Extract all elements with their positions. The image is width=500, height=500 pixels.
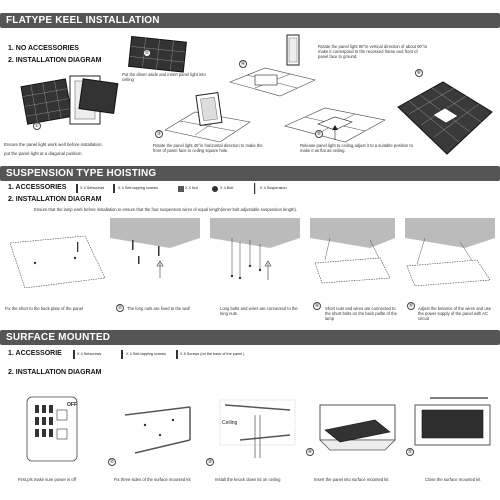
caption-left-2: put the panel light at a diagonal positi… <box>4 151 83 156</box>
surface-caption-3: Install the knock down kit on ceiling <box>215 477 281 482</box>
susp-caption-4: Short nuts and wires are connected to th… <box>325 306 397 321</box>
accessories-label: 1. ACCESSORIES <box>8 184 67 191</box>
ceiling-label: Ceiling <box>222 420 238 426</box>
off-label: OFF <box>67 402 77 408</box>
surface-step-4-number: ④ <box>306 448 314 456</box>
surface-caption-2: Fix three sides of the surface mounted k… <box>114 477 191 482</box>
section-header-surface: SURFACE MOUNTED <box>0 330 500 345</box>
surface-step-3-number: ③ <box>206 458 214 466</box>
accessory-icons <box>76 183 256 194</box>
susp-caption-1: Fix the short to the back plate of the p… <box>5 306 83 311</box>
section-title: SURFACE MOUNTED <box>6 332 111 343</box>
installation-diagram-label: 2. INSTALLATION DIAGRAM <box>8 196 102 203</box>
surface-accessory-icons <box>73 350 178 359</box>
surface-step2-illustration <box>124 406 191 454</box>
driver-aside-illustration <box>128 36 187 73</box>
caption-driver-aside: Put the driver aside and insert panel li… <box>122 72 206 82</box>
surface-accessory-setscrews: X 4 Setscrews <box>77 352 102 356</box>
susp-step3-illustration <box>210 218 300 280</box>
step-6-number: ⑥ <box>415 69 423 77</box>
susp-step-5-number: ⑤ <box>407 302 415 310</box>
suspension-note: Ensure that the lamp work before install… <box>34 207 298 212</box>
surface-step1-illustration <box>26 396 78 462</box>
susp-caption-5: Adjust the belance of the wires and use … <box>418 306 492 321</box>
step-1-number: ① <box>33 122 41 130</box>
surface-step3-illustration <box>219 399 296 458</box>
section-header-suspension: SUSPENSION TYPE HOISTING <box>0 166 500 181</box>
accessory-setscrews: X 4 Setscrews <box>80 186 105 190</box>
surface-step-2-number: ② <box>108 458 116 466</box>
surface-step-5-number: ⑤ <box>406 448 414 456</box>
susp-step-2-number: ② <box>116 304 124 312</box>
susp-step1-illustration <box>9 235 106 289</box>
section-title: FLATYPE KEEL INSTALLATION <box>6 15 160 26</box>
installation-diagram-label: 2. INSTALLATION DIAGRAM <box>8 369 102 376</box>
susp-step5-illustration <box>405 218 495 287</box>
caption-rotate-45: Rotate the panel light 45°in horizontal … <box>153 143 263 153</box>
accessory-nut: X 4 Nut <box>185 186 198 190</box>
surface-accessory-screws: X 8 Screws (on the back of the panel ) <box>180 352 245 356</box>
susp-step-4-number: ④ <box>313 302 321 310</box>
surface-caption-4: Insert the panel into surface mounted ki… <box>314 477 389 482</box>
step-2-number: ② <box>143 49 151 57</box>
step-3-number: ③ <box>155 130 163 138</box>
installation-diagram-label: 2. INSTALLATION DIAGRAM <box>8 57 102 64</box>
accessories-label: 1. ACCESSORIE <box>8 350 62 357</box>
caption-left-1: Ensure the panel light work well before … <box>4 142 103 147</box>
accessory-bolt: X 4 Bolt <box>220 186 234 190</box>
surface-accessory-self-tapping: X 4 Self-tapping screws <box>126 352 166 356</box>
susp-step2-illustration <box>110 218 200 278</box>
release-panel-illustration <box>284 107 386 143</box>
rotate-90-illustration <box>229 34 316 97</box>
surface-caption-5: Close the surface mounted kit <box>425 477 481 482</box>
accessory-suspension: X 4 Suspension <box>260 186 287 190</box>
panel-light-diagonal-illustration <box>20 75 119 125</box>
section-header-flatype: FLATYPE KEEL INSTALLATION <box>0 13 500 28</box>
susp-step4-illustration <box>310 218 395 284</box>
no-accessories-label: 1. NO ACCESSORIES <box>8 45 79 52</box>
accessory-self-tapping: X 4 Self-tapping screws <box>118 186 158 190</box>
surface-caption-1: First,pls make sure power is off <box>18 477 76 482</box>
surface-step5-illustration <box>414 397 491 446</box>
step-4-number: ④ <box>239 60 247 68</box>
susp-caption-3: Long bolts and wires are connected to th… <box>220 306 298 316</box>
caption-rotate-90: Rotate the panel light 90°in vertical di… <box>318 44 428 59</box>
rotate-45-illustration <box>164 92 251 142</box>
section-title: SUSPENSION TYPE HOISTING <box>6 168 157 179</box>
caption-release: Release panel light to ceiling,adjust it… <box>300 143 413 153</box>
susp-caption-2: The long nuts are fixed to the wall <box>127 306 190 311</box>
ceiling-installed-illustration <box>397 81 493 155</box>
step-5-number: ⑤ <box>315 130 323 138</box>
surface-step4-illustration <box>319 404 396 451</box>
